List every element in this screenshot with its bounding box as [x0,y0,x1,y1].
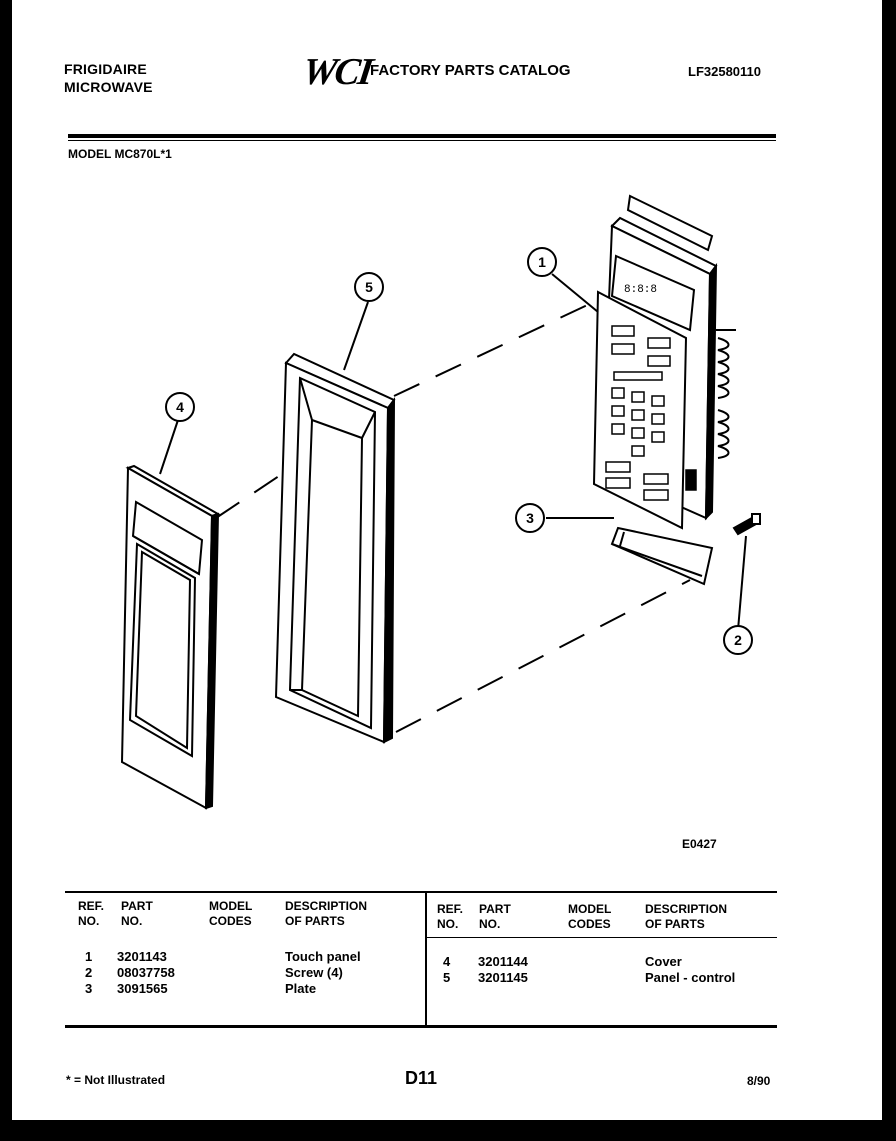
table-bottom-rule [65,1025,777,1028]
footnote: * = Not Illustrated [66,1073,166,1087]
table-header-rule-right [425,937,777,938]
table-row: 4 5 [443,954,451,985]
header-rule [68,134,776,138]
header-rule-thin [68,140,776,141]
callout-label-2: 2 [734,632,742,648]
callout-1 [527,247,557,277]
callout-2 [723,625,753,655]
table-row: 3201143 08037758 3091565 [117,949,175,996]
callout-label-1: 1 [538,254,546,270]
catalog-title: FACTORY PARTS CATALOG [370,62,571,79]
model-line: MODEL MC870L*1 [68,147,172,161]
header-part-no-right: PART NO. [479,902,511,931]
touch-panel-part: 8:8:8 [592,194,736,530]
alignment-lines [215,299,691,733]
table-row: 1 2 3 [85,949,93,996]
page-code: D11 [405,1068,438,1088]
plate-part [610,526,714,586]
document-number: LF32580110 [688,64,762,79]
callout-label-4: 4 [176,399,184,415]
header-ref-no-right: REF. NO. [437,902,464,931]
figure-id: E0427 [682,837,717,851]
header-ref-no: REF. NO. [78,899,105,928]
svg-text:8:8:8: 8:8:8 [624,284,657,296]
product-name: MICROWAVE [64,79,153,95]
header-model-codes-right: MODEL CODES [568,902,612,931]
control-panel-frame [274,352,396,744]
header-description: DESCRIPTION OF PARTS [285,899,368,928]
table-top-rule [65,891,777,893]
screw-part [732,513,761,536]
callout-label-3: 3 [526,510,534,526]
brand-block: FRIGIDAIRE MICROWAVE [64,60,153,96]
header-part-no: PART NO. [121,899,153,928]
table-divider [425,893,427,1025]
brand-name: FRIGIDAIRE [64,61,147,77]
header-model-codes: MODEL CODES [209,899,253,928]
table-row: Touch panel Screw (4) Plate [285,949,361,996]
callout-label-5: 5 [365,279,373,295]
cover-part [120,464,221,810]
callout-5 [354,272,384,302]
revision-date: 8/90 [747,1074,771,1088]
callout-4 [165,392,195,422]
header-description-right: DESCRIPTION OF PARTS [645,902,728,931]
table-row: 3201144 3201145 [478,954,528,985]
callout-3 [515,503,545,533]
table-row: Cover Panel - control [645,954,736,985]
